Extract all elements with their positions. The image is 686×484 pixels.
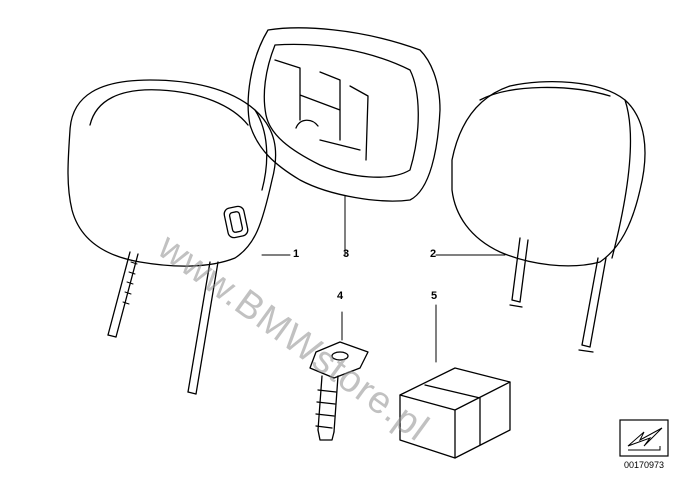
callout-2: 2	[430, 248, 437, 260]
arrow-down-left-icon	[619, 419, 669, 457]
callout-1: 1	[293, 248, 300, 260]
callout-3: 3	[343, 248, 350, 260]
box-part-5	[399, 304, 511, 459]
guide-sleeve-part-4	[309, 311, 369, 441]
callout-4: 4	[337, 290, 344, 302]
headrest-shell-part-3	[247, 27, 441, 256]
document-number: 00170973	[624, 460, 665, 470]
headrest-part-1	[67, 79, 277, 395]
headrest-part-2	[435, 80, 646, 353]
callout-5: 5	[431, 290, 438, 302]
